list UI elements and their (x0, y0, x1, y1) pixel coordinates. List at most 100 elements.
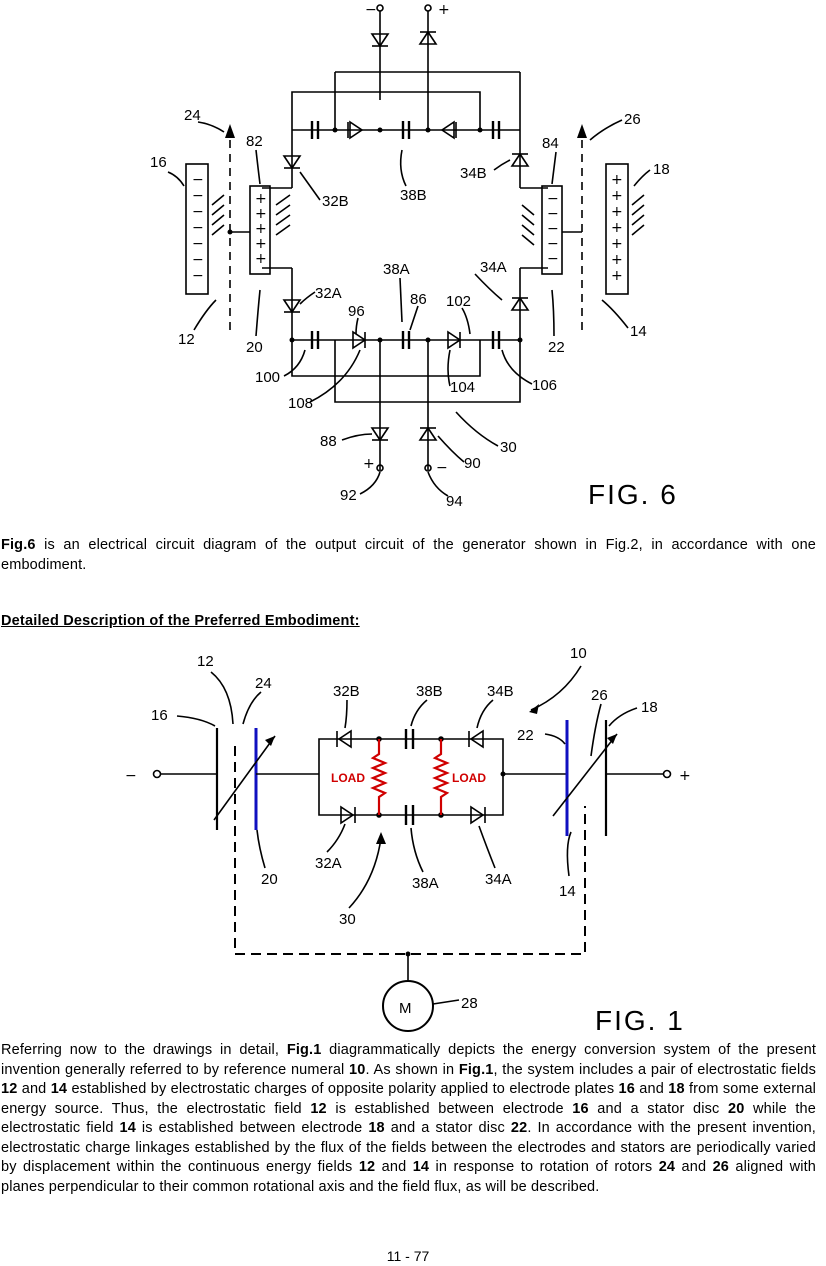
text-run: and a stator disc (588, 1100, 728, 1117)
svg-text:−: − (192, 252, 204, 268)
fig1-label-28: 28 (461, 995, 478, 1012)
fig6-label-32B: 32B (322, 193, 349, 210)
svg-text:−: − (547, 191, 559, 207)
fig6-label-12: 12 (178, 331, 195, 348)
fig6-bottom-plus: + (363, 456, 375, 472)
svg-text:+: + (611, 252, 623, 268)
fig6-bottom-bridge: + − (289, 330, 523, 476)
fig6-label-94: 94 (446, 493, 463, 510)
bold-reference: 12 (1, 1081, 18, 1097)
fig1-motor-label: M (399, 1000, 412, 1017)
bold-reference: 18 (368, 1120, 385, 1136)
fig6-label-24: 24 (184, 107, 201, 124)
fig6-label-88: 88 (320, 433, 337, 450)
bold-reference: 14 (119, 1120, 136, 1136)
text-run: and (675, 1159, 713, 1175)
fig6-label-38B: 38B (400, 187, 427, 204)
fig1-load-resistor-left (370, 739, 388, 815)
svg-text:+: + (611, 172, 623, 188)
fig6-top-terminals: − + (365, 2, 450, 130)
fig6-label-82: 82 (246, 133, 263, 150)
fig6-caption-bold: Fig.6 (1, 537, 36, 553)
svg-text:+: + (611, 220, 623, 236)
bold-reference: Fig.1 (286, 1042, 322, 1058)
text-run: established by electrostatic charges of … (67, 1081, 619, 1097)
fig1-circuit-diagram: − + (125, 645, 691, 1036)
fig1-terminal-minus: − (125, 768, 137, 784)
fig6-title: FIG. 6 (588, 479, 678, 510)
fig1-label-34A: 34A (485, 871, 512, 888)
fig6-label-84: 84 (542, 135, 559, 152)
fig6-label-108: 108 (288, 395, 313, 412)
text-run: aligned with planes perpendicular to the… (1, 1159, 816, 1195)
fig6-label-20: 20 (246, 339, 263, 356)
page-number: 11 - 77 (386, 1248, 430, 1264)
bold-reference: 22 (510, 1120, 528, 1136)
fig1-label-18: 18 (641, 699, 658, 716)
fig6-electrode-18: +++ ++++ (605, 163, 645, 295)
fig6-label-30: 30 (500, 439, 517, 456)
fig1-title: FIG. 1 (595, 1005, 685, 1036)
fig1-label-20: 20 (261, 871, 278, 888)
text-run: is established between electrode (326, 1100, 573, 1117)
fig1-label-30: 30 (339, 911, 356, 928)
svg-text:+: + (255, 251, 267, 267)
fig6-rotor-axes (225, 124, 587, 330)
fig6-label-26: 26 (624, 111, 641, 128)
text-run: and (634, 1081, 669, 1097)
fig1-main-wire: − + (125, 720, 691, 836)
fig1-terminal-plus: + (679, 768, 691, 784)
svg-text:+: + (255, 221, 267, 237)
fig6-label-22: 22 (548, 339, 565, 356)
fig6-label-102: 102 (446, 293, 471, 310)
fig1-leaders (176, 665, 638, 1005)
fig1-label-38A: 38A (412, 875, 439, 892)
bold-reference: 24 (658, 1159, 676, 1175)
svg-text:−: − (547, 236, 559, 252)
bold-reference: 18 (668, 1081, 685, 1097)
fig6-top-bridge (291, 71, 521, 140)
fig6-top-minus: − (365, 2, 377, 18)
text-run: . In accordance with the present inventi… (1, 1120, 816, 1175)
fig6-electrode-16: −−− −−−− (185, 163, 225, 295)
fig6-label-90: 90 (464, 455, 481, 472)
fig1-description: Referring now to the drawings in detail,… (1, 1041, 816, 1197)
fig6-side-diodes (262, 130, 548, 340)
fig6-stator-82: +++ ++ (227, 185, 291, 275)
svg-text:−: − (192, 204, 204, 220)
fig1-motor (382, 980, 434, 1032)
text-run: in response to rotation of rotors (429, 1159, 659, 1175)
fig6-stator-84: −−− −− (521, 185, 582, 275)
svg-text:+: + (255, 206, 267, 222)
fig6-label-106: 106 (532, 377, 557, 394)
svg-text:−: − (192, 220, 204, 236)
fig6-label-18: 18 (653, 161, 670, 178)
svg-text:−: − (192, 236, 204, 252)
bold-reference: 26 (712, 1159, 729, 1175)
fig6-label-16: 16 (150, 154, 167, 171)
fig1-label-38B: 38B (416, 683, 443, 700)
svg-text:−: − (547, 206, 559, 222)
fig1-rotor-linkage: M (234, 746, 586, 1032)
bold-reference: Fig.1 (458, 1061, 494, 1078)
fig1-load-left-label: LOAD (331, 771, 365, 785)
section-heading: Detailed Description of the Preferred Em… (1, 613, 360, 629)
fig1-bridge: LOAD LOAD (318, 729, 506, 825)
text-run: and a stator disc (384, 1120, 511, 1136)
text-run: . As shown in (365, 1061, 459, 1078)
svg-text:+: + (611, 236, 623, 252)
fig1-label-22: 22 (517, 727, 534, 744)
fig1-load-right-label: LOAD (452, 771, 486, 785)
text-run: from some external energy source. Thus, … (1, 1081, 817, 1117)
bold-reference: 12 (358, 1159, 376, 1175)
fig6-label-34A: 34A (480, 259, 507, 276)
fig6-leaders (167, 119, 651, 497)
fig1-label-14: 14 (559, 883, 576, 900)
svg-text:+: + (611, 204, 623, 220)
bold-reference: 14 (412, 1159, 430, 1175)
svg-text:−: − (192, 172, 204, 188)
fig6-label-32A: 32A (315, 285, 342, 302)
fig6-label-100: 100 (255, 369, 280, 386)
fig6-labels: 24 82 16 12 20 32B 38B 34B 84 26 18 14 2… (150, 107, 678, 510)
bold-reference: 10 (349, 1061, 366, 1078)
